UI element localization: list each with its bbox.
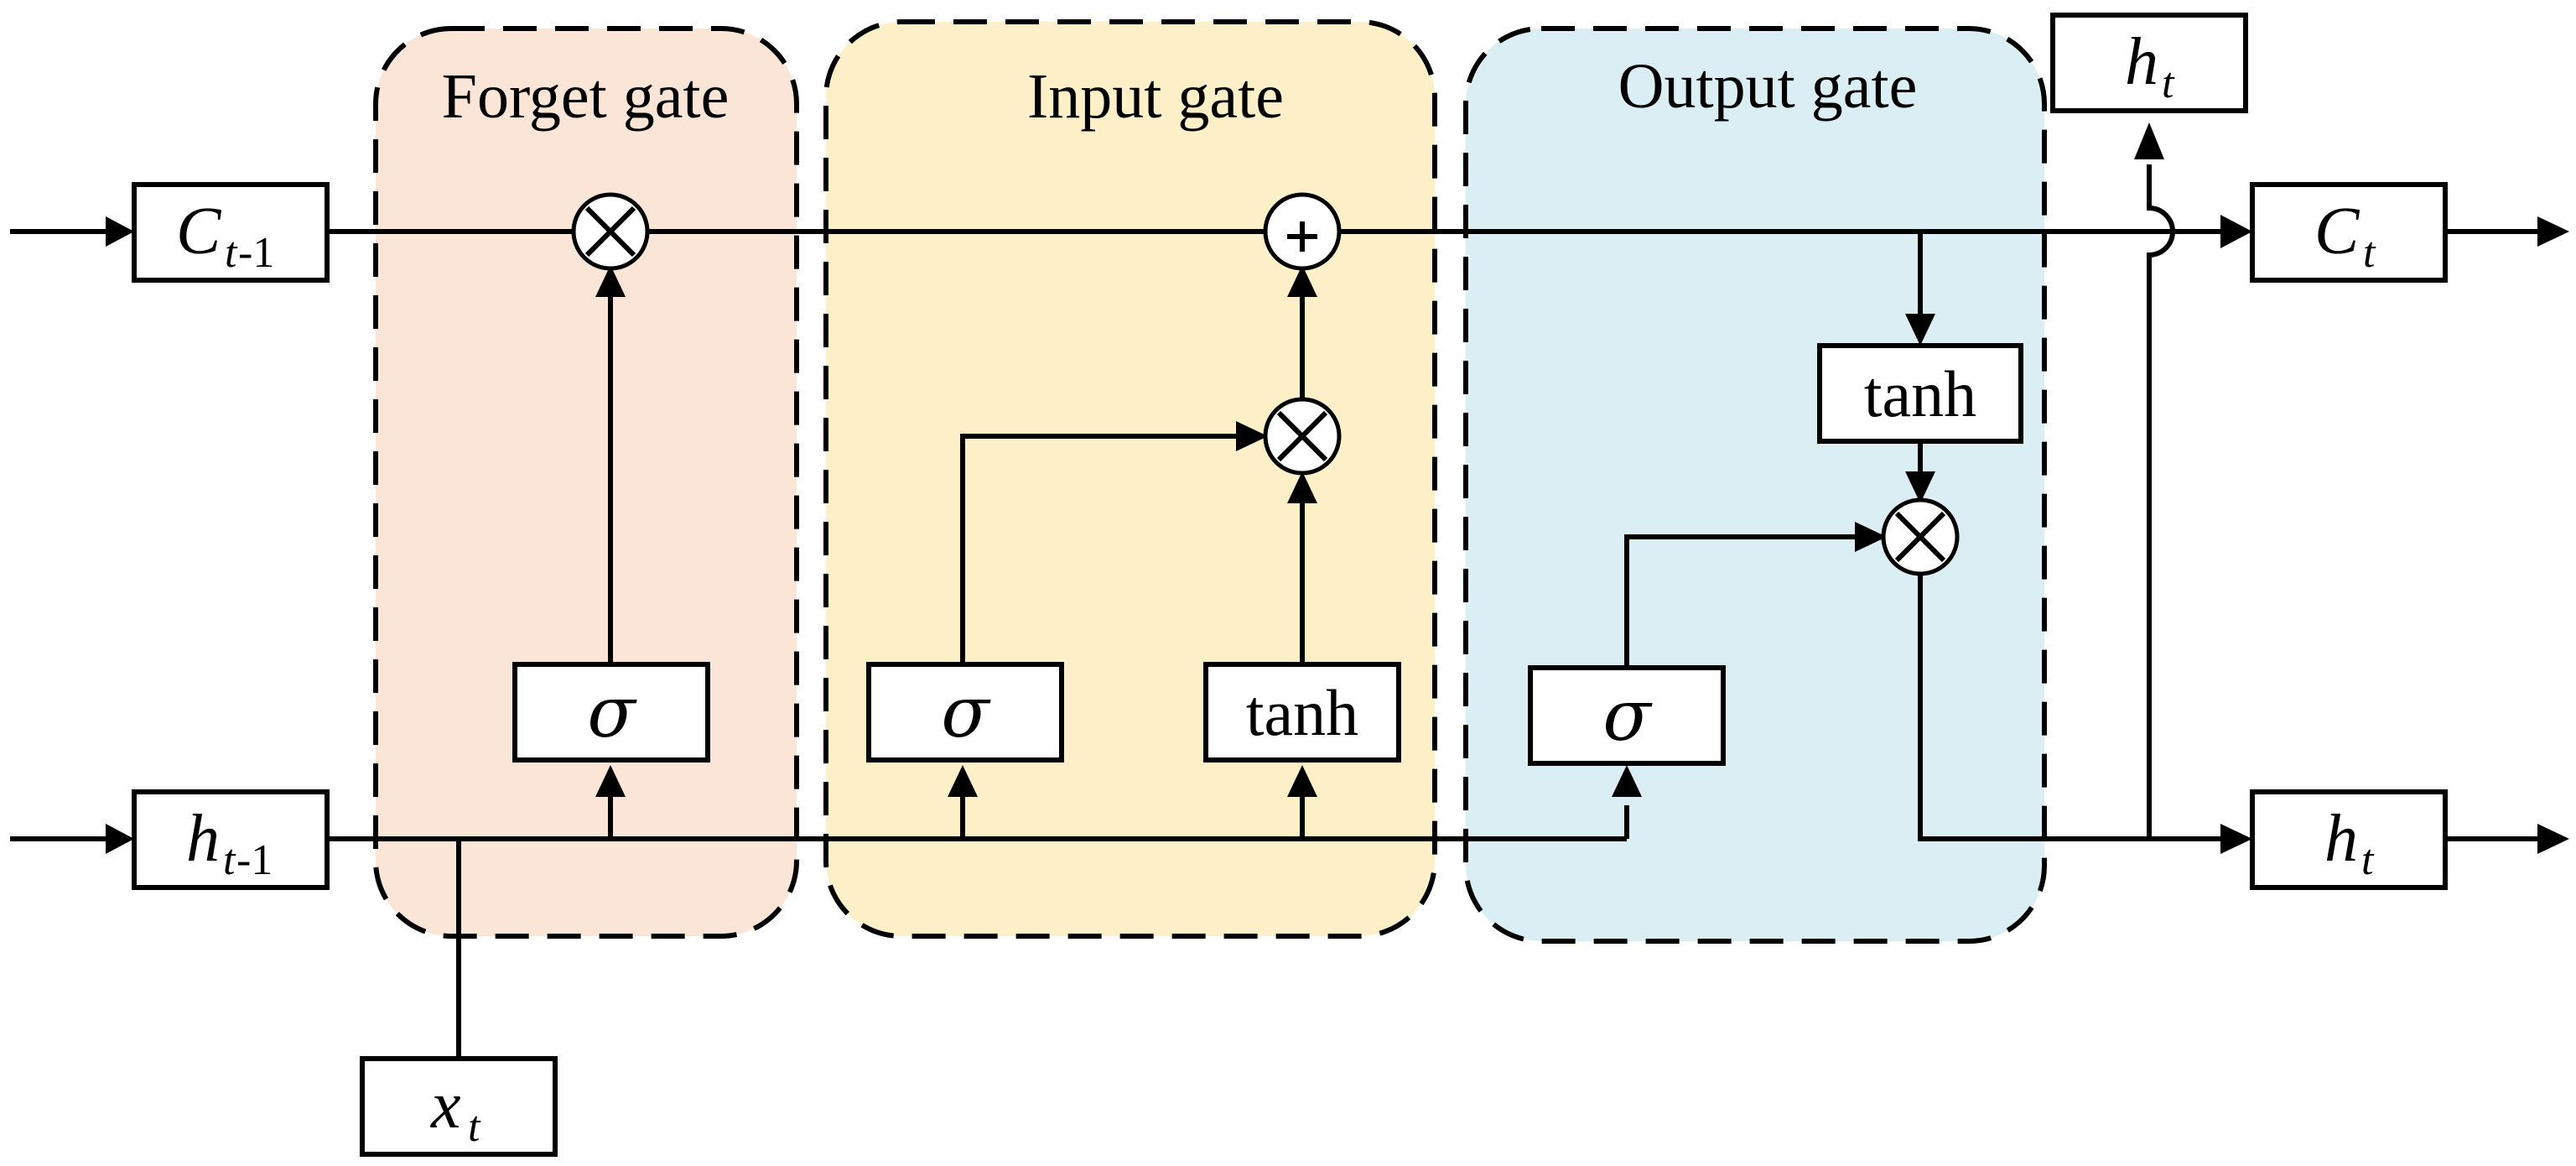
svg-text:x: x xyxy=(430,1069,461,1143)
arrowhead xyxy=(1905,314,1935,346)
arrowhead xyxy=(1287,265,1317,297)
arrowhead xyxy=(1287,765,1317,797)
svg-text:C: C xyxy=(176,195,222,268)
arrowhead xyxy=(1855,522,1887,552)
cell-tanh-box: tanh xyxy=(1817,343,2023,444)
ht-branch-wire xyxy=(2147,164,2175,839)
arrowhead xyxy=(595,765,626,797)
c-prev-box: C t -1 xyxy=(132,182,330,283)
svg-text:C: C xyxy=(2314,195,2360,268)
arrowhead xyxy=(2537,216,2569,247)
output-gate-title: Output gate xyxy=(1618,51,1918,122)
output-sigma-output xyxy=(1624,534,1855,668)
arrowhead xyxy=(2134,122,2164,159)
xt-box: x t xyxy=(360,1056,558,1157)
output-product-to-hidden xyxy=(1918,570,2222,841)
arrowhead xyxy=(2220,215,2252,248)
input-tanh-box: tanh xyxy=(1203,662,1401,763)
forget-sigma-box: σ xyxy=(512,662,710,763)
svg-text:t: t xyxy=(223,836,236,884)
svg-text:tanh: tanh xyxy=(1864,357,1976,430)
input-sigma-box: σ xyxy=(866,662,1064,763)
svg-text:t: t xyxy=(225,229,238,277)
svg-text:-1: -1 xyxy=(238,229,274,277)
arrowhead xyxy=(1287,471,1317,503)
c-t-box: C t xyxy=(2250,182,2448,283)
arrowhead xyxy=(948,765,978,797)
h-prev-box: h t -1 xyxy=(132,789,330,890)
svg-text:t: t xyxy=(2361,836,2375,884)
forget-gate-region xyxy=(373,26,799,939)
svg-text:tanh: tanh xyxy=(1246,676,1358,749)
svg-text:h: h xyxy=(186,802,220,876)
svg-text:σ: σ xyxy=(1602,674,1653,757)
output-gate-region xyxy=(1463,26,2047,944)
arrowhead xyxy=(1236,421,1268,451)
input-gate-region xyxy=(823,19,1437,939)
arrowhead xyxy=(2220,824,2252,854)
forget-multiply-operator xyxy=(571,192,650,271)
output-sigma-box: σ xyxy=(1528,665,1726,766)
arrowhead xyxy=(106,216,134,247)
svg-text:σ: σ xyxy=(587,671,637,753)
arrowhead xyxy=(595,265,626,297)
forget-gate-title: Forget gate xyxy=(442,61,730,132)
arrowhead xyxy=(2537,824,2569,854)
svg-text:h: h xyxy=(2324,802,2358,876)
arrowhead xyxy=(106,824,134,854)
svg-text:-1: -1 xyxy=(236,836,273,884)
svg-text:h: h xyxy=(2125,25,2158,99)
arrowhead xyxy=(1905,471,1935,503)
input-gate-title: Input gate xyxy=(1027,61,1284,132)
input-sigma-output xyxy=(960,434,1241,664)
svg-text:σ: σ xyxy=(941,671,991,753)
svg-text:t: t xyxy=(2363,229,2376,277)
h-t-output-box: h t xyxy=(2250,789,2448,890)
h-t-top-box: h t xyxy=(2050,13,2248,113)
output-multiply-operator xyxy=(1881,497,1960,576)
arrowhead xyxy=(1612,765,1642,797)
add-operator xyxy=(1263,192,1342,271)
svg-text:t: t xyxy=(2162,60,2175,107)
svg-text:t: t xyxy=(468,1103,481,1151)
input-multiply-operator xyxy=(1263,397,1342,476)
